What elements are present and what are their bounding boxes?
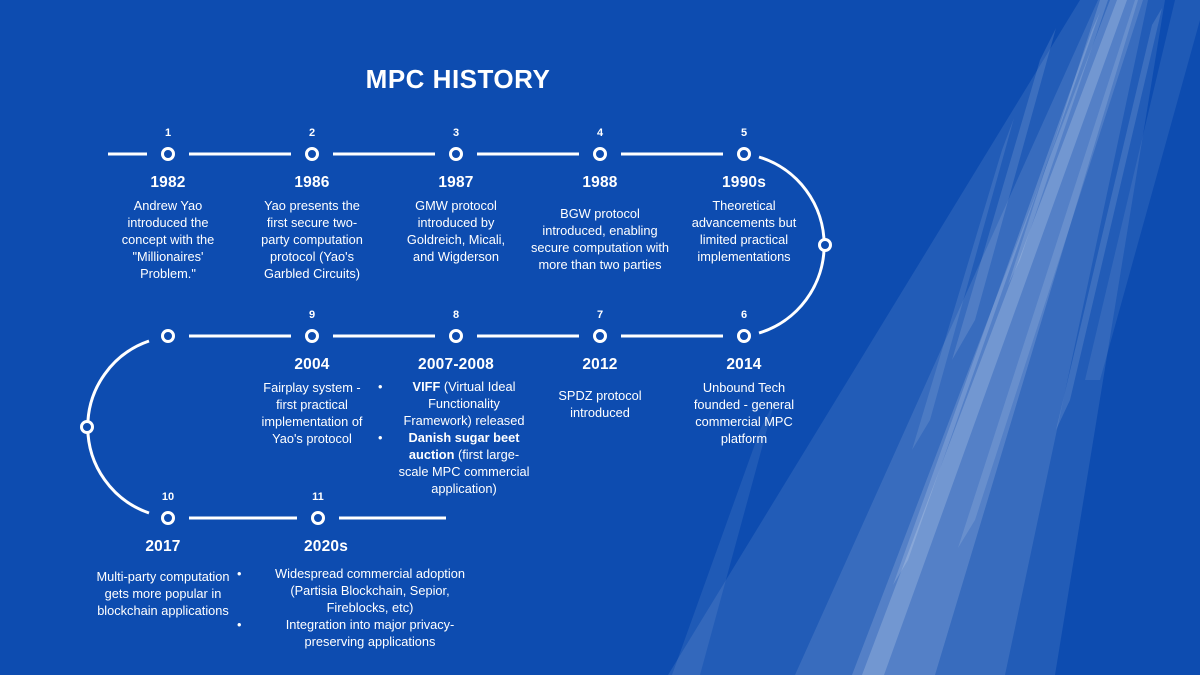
entry-year: 1986 [294, 174, 330, 191]
entry-year: 2014 [726, 356, 762, 373]
beam-streak [795, 0, 1148, 675]
beam-streak [912, 118, 1014, 450]
entry-bullet-list: • VIFF (Virtual Ideal Functionality Fram… [378, 378, 534, 497]
node-number-6: 6 [740, 309, 748, 321]
entry-description: Fairplay system - first practical implem… [261, 380, 363, 446]
bullet-text: Danish sugar beet auction (first large- … [398, 430, 530, 496]
timeline-entry-1982: 1982 Andrew Yao introduced the concept w… [93, 173, 243, 282]
beam-streak [958, 0, 1143, 548]
node-number-9: 9 [308, 309, 316, 321]
entry-year: 2020s [303, 538, 349, 555]
light-beam [668, 0, 1200, 675]
node-number-7: 7 [596, 309, 604, 321]
entry-year: 1982 [150, 174, 186, 191]
node-number-1: 1 [164, 127, 172, 139]
entry-year: 2017 [145, 538, 181, 555]
beam-streak [1085, 0, 1200, 380]
timeline-node-2 [305, 147, 319, 161]
entry-description: Unbound Tech founded - general commercia… [693, 380, 795, 446]
timeline-node-9 [305, 329, 319, 343]
timeline-node-6 [737, 329, 751, 343]
timeline-node-11 [311, 511, 325, 525]
entry-description: BGW protocol introduced, enabling secure… [531, 206, 669, 272]
bullet-dot: • [378, 379, 383, 394]
timeline-entry-2007-2008: 2007-2008 • VIFF (Virtual Ideal Function… [378, 355, 534, 497]
node-number-8: 8 [452, 309, 460, 321]
beam-streak [668, 0, 1165, 675]
node-number-4: 4 [596, 127, 604, 139]
timeline-node-row2-end [161, 329, 175, 343]
timeline-entry-2014: 2014 Unbound Tech founded - general comm… [659, 355, 829, 447]
timeline-entry-2020s-year: 2020s [276, 537, 376, 556]
timeline-entry-1988: 1988 BGW protocol introduced, enabling s… [512, 173, 688, 273]
timeline-node-curve-left [80, 420, 94, 434]
entry-bullet-list: • Widespread commercial adoption (Partis… [237, 565, 487, 650]
bullet-item: • VIFF (Virtual Ideal Functionality Fram… [378, 378, 534, 429]
bullet-item: • Integration into major privacy- preser… [237, 616, 487, 650]
bullet-dot: • [378, 430, 383, 445]
timeline-entry-2012: 2012 SPDZ protocol introduced [525, 355, 675, 421]
entry-description: Multi-party computation gets more popula… [96, 569, 230, 618]
bullet-text: Integration into major privacy- preservi… [285, 617, 455, 649]
timeline-node-5 [737, 147, 751, 161]
node-number-11: 11 [312, 491, 324, 503]
entry-description: GMW protocol introduced by Goldreich, Mi… [406, 198, 506, 264]
bullet-text: Widespread commercial adoption (Partisia… [275, 566, 465, 615]
entry-year: 1990s [721, 174, 767, 191]
timeline-entry-2004: 2004 Fairplay system - first practical i… [232, 355, 392, 447]
entry-year: 1988 [582, 174, 618, 191]
beam-streak [952, 28, 1056, 360]
node-number-10: 10 [161, 491, 175, 503]
timeline-entry-2020s-bullets: • Widespread commercial adoption (Partis… [237, 565, 487, 650]
beam-streak [672, 400, 775, 675]
timeline-node-4 [593, 147, 607, 161]
beam-streak [893, 12, 1100, 585]
node-number-3: 3 [452, 127, 460, 139]
bullet-text: VIFF (Virtual Ideal Functionality Framew… [403, 379, 525, 428]
entry-year: 2007-2008 [418, 356, 494, 373]
timeline-entry-1990s: 1990s Theoretical advancements but limit… [664, 173, 824, 265]
beam-streak [1056, 8, 1162, 430]
entry-description: Theoretical advancements but limited pra… [691, 198, 797, 264]
entry-year: 2012 [582, 356, 618, 373]
entry-description: Andrew Yao introduced the concept with t… [121, 198, 215, 281]
page-title: MPC HISTORY [365, 64, 551, 94]
bullet-dot: • [237, 566, 242, 581]
entry-description: SPDZ protocol introduced [558, 388, 642, 420]
timeline-node-7 [593, 329, 607, 343]
beam-streak [852, 0, 1138, 675]
timeline-curve-left [86, 339, 150, 515]
entry-description: Yao presents the first secure two- party… [261, 198, 363, 281]
beam-streak [1008, 0, 1108, 285]
timeline-entry-1987: 1987 GMW protocol introduced by Goldreic… [381, 173, 531, 265]
timeline-node-curve-right [818, 238, 832, 252]
timeline-entry-2017: 2017 Multi-party computation gets more p… [70, 537, 256, 619]
timeline-entry-1986: 1986 Yao presents the first secure two- … [232, 173, 392, 282]
beam-streak [862, 0, 1127, 675]
timeline-node-10 [161, 511, 175, 525]
node-number-2: 2 [308, 127, 316, 139]
entry-year: 1987 [438, 174, 474, 191]
bullet-item: • Danish sugar beet auction (first large… [378, 429, 534, 497]
timeline-node-1 [161, 147, 175, 161]
timeline-node-3 [449, 147, 463, 161]
bullet-item: • Widespread commercial adoption (Partis… [237, 565, 487, 616]
entry-year: 2004 [294, 356, 330, 373]
timeline-node-8 [449, 329, 463, 343]
bullet-dot: • [237, 617, 242, 632]
node-number-5: 5 [740, 127, 748, 139]
